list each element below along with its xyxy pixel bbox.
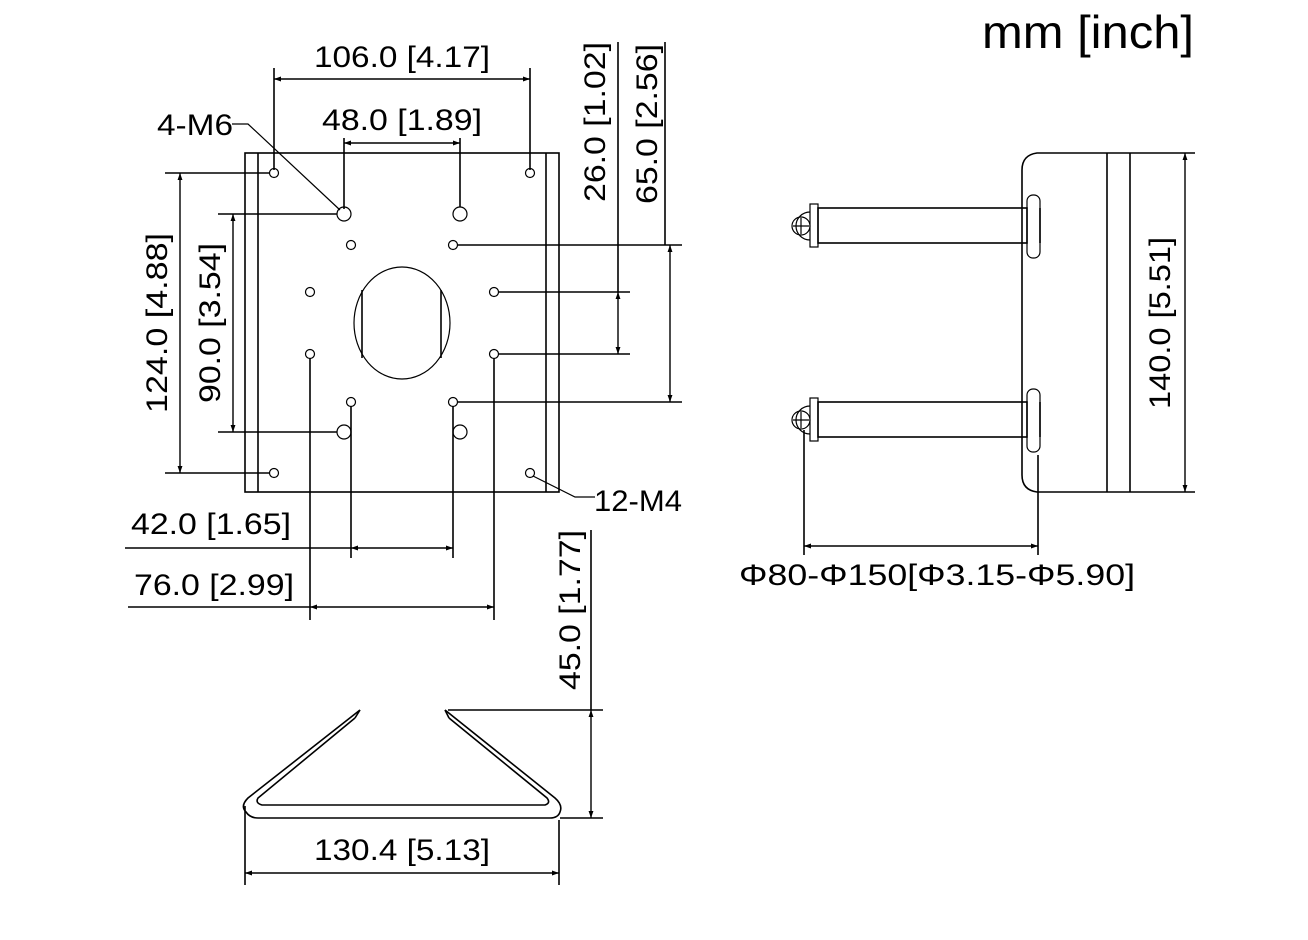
screw-icon (791, 216, 811, 236)
dimension-45: 45.0 [1.77] (448, 530, 603, 819)
dimension-90: 90.0 [3.54] (194, 213, 337, 433)
dimension-label: 90.0 [3.54] (194, 243, 227, 403)
dimension-pole-diameter: Φ80-Φ150[Φ3.15-Φ5.90] (739, 430, 1135, 592)
callout-label: 12-M4 (594, 485, 682, 518)
clamp-arm-bottom (791, 388, 1041, 453)
dimension-42: 42.0 [1.65] (125, 406, 454, 558)
dimension-label: 140.0 [5.51] (1144, 237, 1177, 409)
dimension-140: 140.0 [5.51] (1144, 153, 1188, 492)
dimension-label: 65.0 [2.56] (631, 44, 664, 204)
dimension-label: 130.4 [5.13] (314, 834, 490, 867)
bracket-front-view (242, 709, 562, 819)
dimension-130: 130.4 [5.13] (244, 806, 560, 885)
clamp-arm-top (791, 194, 1041, 259)
callout-m6: 4-M6 (157, 109, 341, 211)
callout-m4: 12-M4 (532, 475, 682, 518)
dimension-label: 106.0 [4.17] (314, 41, 490, 74)
dimension-label: 124.0 [4.88] (141, 233, 174, 413)
callout-label: 4-M6 (157, 109, 233, 142)
dimension-label: Φ80-Φ150[Φ3.15-Φ5.90] (739, 559, 1135, 592)
dimension-124: 124.0 [4.88] (141, 172, 270, 474)
mount-side-view (791, 152, 1195, 493)
dimension-76: 76.0 [2.99] (128, 358, 495, 620)
dimension-label: 26.0 [1.02] (579, 42, 612, 202)
units-label: mm [inch] (982, 6, 1194, 58)
dimension-26: 26.0 [1.02] (499, 42, 630, 355)
dimension-48: 48.0 [1.89] (322, 104, 482, 209)
dimension-label: 48.0 [1.89] (322, 104, 482, 137)
screw-icon (791, 410, 811, 430)
dimension-label: 76.0 [2.99] (134, 569, 294, 602)
mounting-plate-top-view (244, 152, 560, 493)
dimension-65: 65.0 [2.56] (458, 42, 682, 403)
dimension-label: 42.0 [1.65] (131, 508, 291, 541)
dimension-106: 106.0 [4.17] (273, 41, 531, 170)
dimension-label: 45.0 [1.77] (554, 530, 587, 690)
